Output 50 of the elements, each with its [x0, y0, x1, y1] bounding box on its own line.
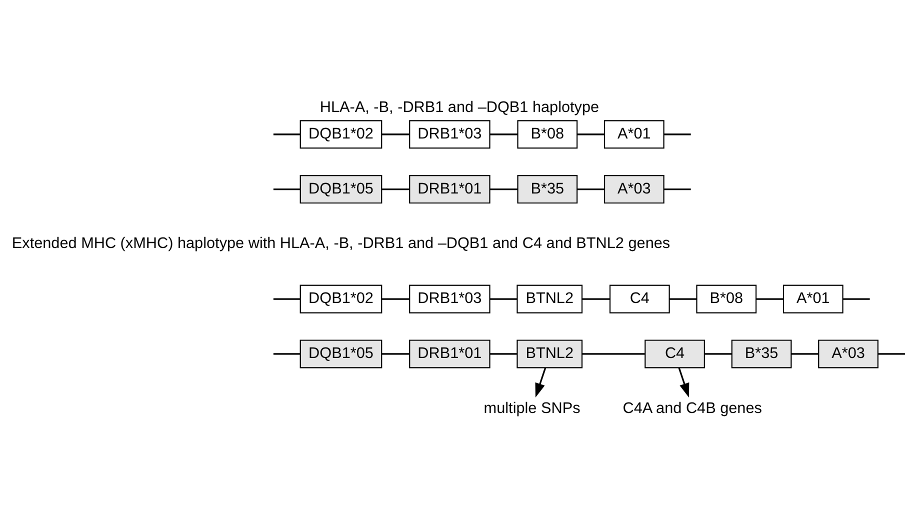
connector	[664, 188, 691, 190]
connector	[273, 353, 300, 355]
connector	[669, 298, 697, 300]
node-box: DQB1*02	[300, 120, 382, 149]
node-box: DRB1*01	[409, 175, 490, 204]
node-box: DQB1*02	[300, 284, 382, 314]
arrow	[535, 368, 546, 398]
node-box: DRB1*01	[409, 340, 490, 368]
connector	[843, 298, 870, 300]
connector	[490, 188, 518, 190]
node-text: C4A and C4B genes	[622, 400, 762, 417]
connector	[382, 353, 410, 355]
connector	[756, 298, 784, 300]
connector	[582, 298, 610, 300]
connector	[577, 188, 604, 190]
label: Extended MHC (xMHC) haplotype with HLA-A, -B, -DRB1 and –DQB1 and C4 and BTNL2 genes	[12, 235, 670, 252]
connector	[664, 134, 691, 136]
node-box: A*01	[782, 284, 844, 314]
node-box: C4	[609, 284, 670, 314]
connector	[878, 353, 905, 355]
connector	[490, 134, 518, 136]
node-text: multiple SNPs	[484, 400, 580, 417]
node-box: DQB1*05	[300, 175, 382, 204]
node-box: B*08	[696, 284, 757, 314]
connector	[704, 353, 732, 355]
node-box: DQB1*05	[300, 340, 382, 368]
node-box: DRB1*03	[409, 284, 490, 314]
connector	[582, 353, 645, 355]
node-box: B*35	[517, 175, 578, 204]
node-box: A*01	[604, 120, 664, 149]
connector	[382, 188, 410, 190]
node-box: A*03	[818, 340, 878, 368]
connector	[382, 134, 410, 136]
node-box: BTNL2	[516, 340, 583, 368]
node-box: DRB1*03	[409, 120, 490, 149]
connector	[791, 353, 818, 355]
connector	[577, 134, 604, 136]
arrow	[678, 368, 690, 398]
connector	[382, 298, 410, 300]
node-box: B*35	[731, 340, 792, 368]
node-box: BTNL2	[516, 284, 583, 314]
connector	[273, 188, 300, 190]
connector	[490, 353, 517, 355]
connector	[273, 134, 300, 136]
connector	[273, 298, 300, 300]
node-box: A*03	[604, 175, 664, 204]
connector	[490, 298, 517, 300]
node-box: B*08	[517, 120, 578, 149]
diagram-title: HLA-A, -B, -DRB1 and –DQB1 haplotype	[320, 99, 600, 116]
node-box: C4	[644, 340, 705, 368]
